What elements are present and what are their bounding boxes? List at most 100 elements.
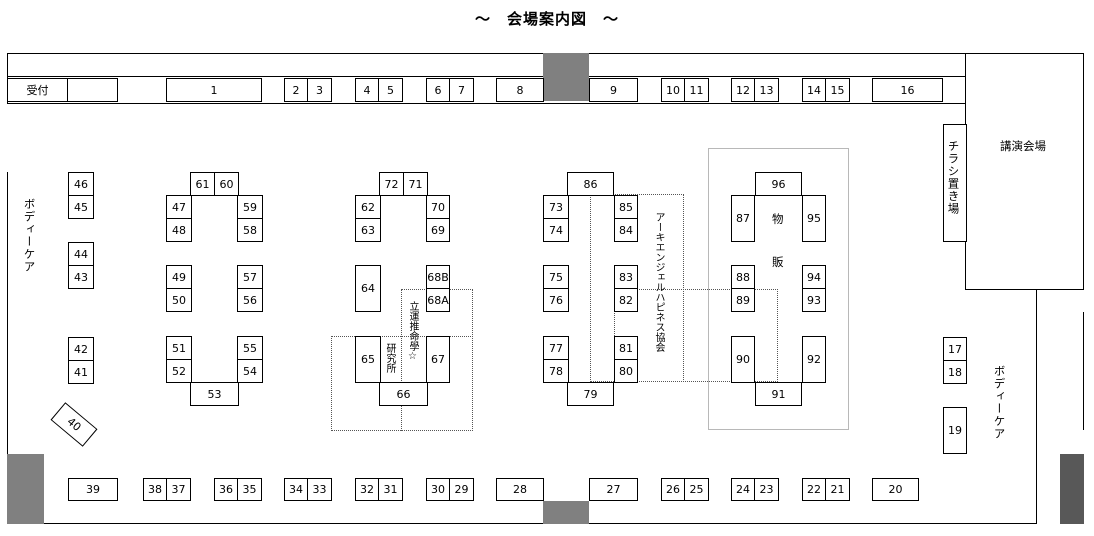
booth-23[interactable]: 23 <box>754 478 779 501</box>
booth-54[interactable]: 54 <box>237 359 263 383</box>
booth-44[interactable]: 44 <box>68 242 94 266</box>
booth-92[interactable]: 92 <box>802 336 826 383</box>
booth-31[interactable]: 31 <box>378 478 403 501</box>
booth-85[interactable]: 85 <box>614 195 638 219</box>
booth-77[interactable]: 77 <box>543 336 569 360</box>
booth-8[interactable]: 8 <box>496 78 544 102</box>
booth-68B[interactable]: 68B <box>426 265 450 289</box>
booth-72[interactable]: 72 <box>379 172 404 196</box>
booth-45[interactable]: 45 <box>68 195 94 219</box>
booth-68A[interactable]: 68A <box>426 288 450 312</box>
booth-49[interactable]: 49 <box>166 265 192 289</box>
booth-26[interactable]: 26 <box>661 478 685 501</box>
booth-70[interactable]: 70 <box>426 195 450 219</box>
booth-10[interactable]: 10 <box>661 78 685 102</box>
booth-95[interactable]: 95 <box>802 195 826 242</box>
booth-4[interactable]: 4 <box>355 78 379 102</box>
booth-13[interactable]: 13 <box>754 78 779 102</box>
booth-64[interactable]: 64 <box>355 265 381 312</box>
booth-reception[interactable]: 受付 <box>7 78 68 102</box>
booth-12[interactable]: 12 <box>731 78 755 102</box>
booth-reception-blank[interactable] <box>67 78 118 102</box>
booth-88[interactable]: 88 <box>731 265 755 289</box>
booth-42[interactable]: 42 <box>68 337 94 361</box>
booth-30[interactable]: 30 <box>426 478 450 501</box>
booth-38[interactable]: 38 <box>143 478 167 501</box>
booth-62[interactable]: 62 <box>355 195 381 219</box>
booth-76[interactable]: 76 <box>543 288 569 312</box>
booth-25[interactable]: 25 <box>684 478 709 501</box>
booth-1[interactable]: 1 <box>166 78 262 102</box>
booth-52[interactable]: 52 <box>166 359 192 383</box>
booth-58[interactable]: 58 <box>237 218 263 242</box>
booth-36[interactable]: 36 <box>214 478 238 501</box>
booth-28[interactable]: 28 <box>496 478 544 501</box>
booth-63[interactable]: 63 <box>355 218 381 242</box>
booth-17[interactable]: 17 <box>943 337 967 361</box>
booth-67[interactable]: 67 <box>426 336 450 383</box>
booth-61[interactable]: 61 <box>190 172 215 196</box>
booth-35[interactable]: 35 <box>237 478 262 501</box>
booth-80[interactable]: 80 <box>614 359 638 383</box>
booth-66[interactable]: 66 <box>379 382 428 406</box>
booth-90[interactable]: 90 <box>731 336 755 383</box>
booth-60[interactable]: 60 <box>214 172 239 196</box>
booth-91[interactable]: 91 <box>755 382 802 406</box>
flyer-area[interactable] <box>943 124 967 242</box>
booth-16[interactable]: 16 <box>872 78 943 102</box>
booth-51[interactable]: 51 <box>166 336 192 360</box>
booth-87[interactable]: 87 <box>731 195 755 242</box>
booth-7[interactable]: 7 <box>449 78 474 102</box>
booth-75[interactable]: 75 <box>543 265 569 289</box>
booth-33[interactable]: 33 <box>307 478 332 501</box>
booth-5[interactable]: 5 <box>378 78 403 102</box>
booth-46[interactable]: 46 <box>68 172 94 196</box>
booth-2[interactable]: 2 <box>284 78 308 102</box>
booth-86[interactable]: 86 <box>567 172 614 196</box>
booth-27[interactable]: 27 <box>589 478 638 501</box>
booth-93[interactable]: 93 <box>802 288 826 312</box>
booth-34[interactable]: 34 <box>284 478 308 501</box>
booth-41[interactable]: 41 <box>68 360 94 384</box>
booth-39[interactable]: 39 <box>68 478 118 501</box>
booth-50[interactable]: 50 <box>166 288 192 312</box>
booth-6[interactable]: 6 <box>426 78 450 102</box>
booth-96[interactable]: 96 <box>755 172 802 196</box>
booth-43[interactable]: 43 <box>68 265 94 289</box>
booth-59[interactable]: 59 <box>237 195 263 219</box>
booth-14[interactable]: 14 <box>802 78 826 102</box>
booth-78[interactable]: 78 <box>543 359 569 383</box>
booth-11[interactable]: 11 <box>684 78 709 102</box>
booth-57[interactable]: 57 <box>237 265 263 289</box>
booth-89[interactable]: 89 <box>731 288 755 312</box>
booth-47[interactable]: 47 <box>166 195 192 219</box>
booth-18[interactable]: 18 <box>943 360 967 384</box>
booth-48[interactable]: 48 <box>166 218 192 242</box>
booth-71[interactable]: 71 <box>403 172 428 196</box>
booth-29[interactable]: 29 <box>449 478 474 501</box>
booth-20[interactable]: 20 <box>872 478 919 501</box>
booth-55[interactable]: 55 <box>237 336 263 360</box>
booth-73[interactable]: 73 <box>543 195 569 219</box>
booth-79[interactable]: 79 <box>567 382 614 406</box>
booth-9[interactable]: 9 <box>589 78 638 102</box>
booth-37[interactable]: 37 <box>166 478 191 501</box>
booth-56[interactable]: 56 <box>237 288 263 312</box>
booth-40[interactable]: 40 <box>50 402 98 447</box>
booth-19[interactable]: 19 <box>943 407 967 454</box>
booth-82[interactable]: 82 <box>614 288 638 312</box>
booth-32[interactable]: 32 <box>355 478 379 501</box>
booth-94[interactable]: 94 <box>802 265 826 289</box>
booth-81[interactable]: 81 <box>614 336 638 360</box>
booth-65[interactable]: 65 <box>355 336 381 383</box>
booth-53[interactable]: 53 <box>190 382 239 406</box>
booth-21[interactable]: 21 <box>825 478 850 501</box>
booth-15[interactable]: 15 <box>825 78 850 102</box>
booth-69[interactable]: 69 <box>426 218 450 242</box>
booth-3[interactable]: 3 <box>307 78 332 102</box>
booth-83[interactable]: 83 <box>614 265 638 289</box>
booth-24[interactable]: 24 <box>731 478 755 501</box>
booth-74[interactable]: 74 <box>543 218 569 242</box>
booth-22[interactable]: 22 <box>802 478 826 501</box>
booth-84[interactable]: 84 <box>614 218 638 242</box>
